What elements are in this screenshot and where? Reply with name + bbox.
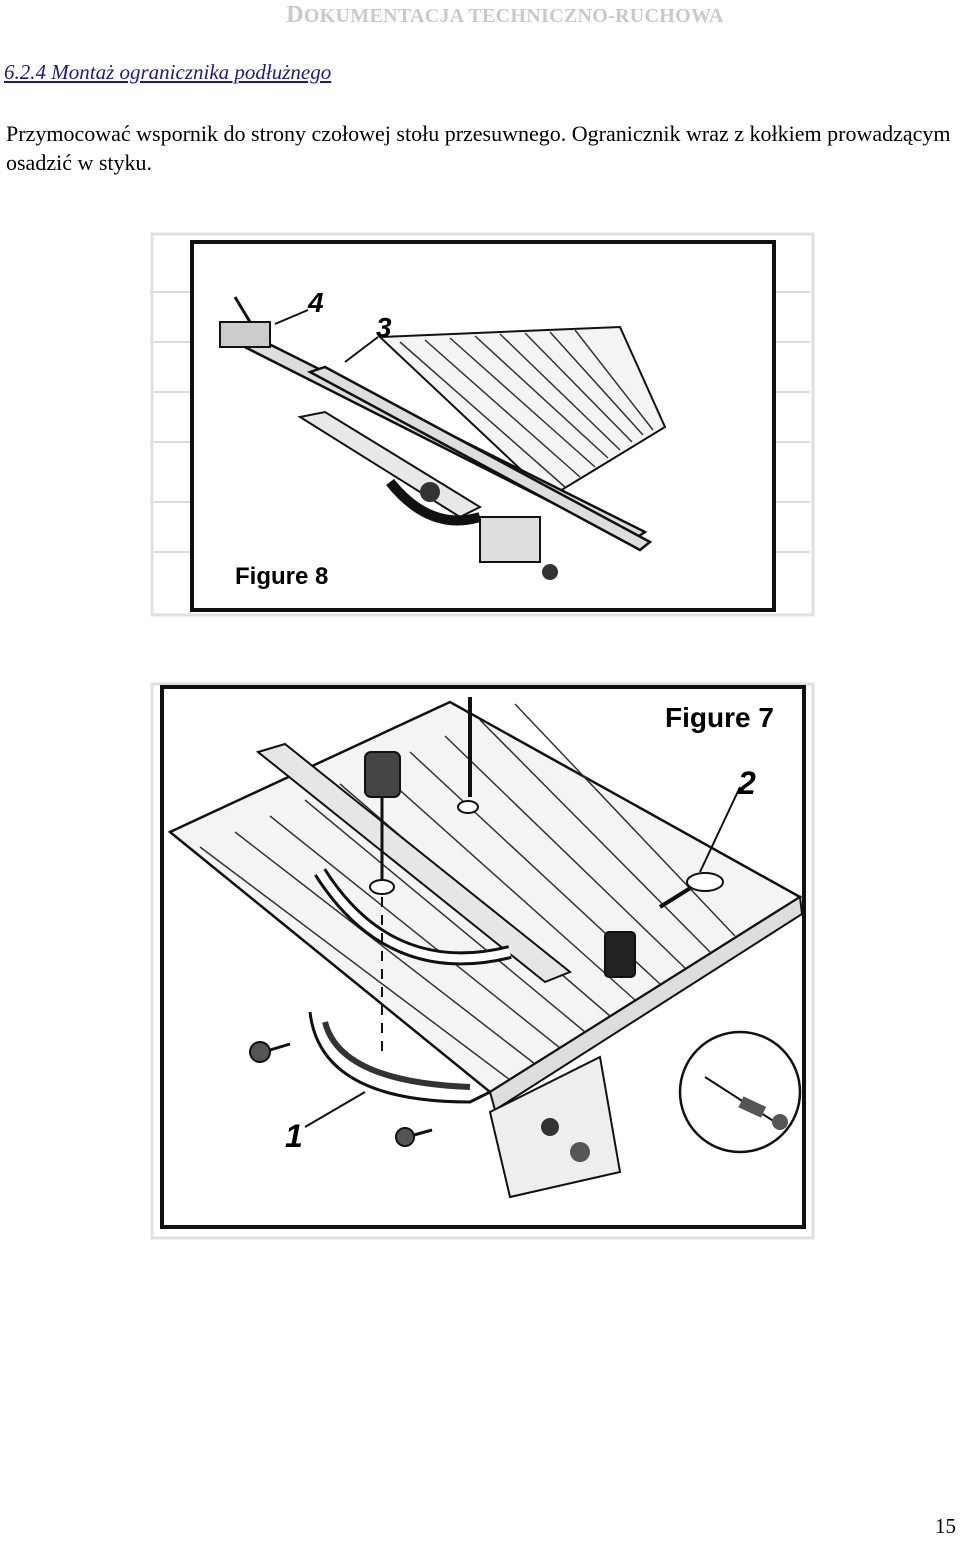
document-header: DOKUMENTACJA TECHNICZNO-RUCHOWA bbox=[0, 2, 960, 29]
figure-7-illustration: 2 1 Figure 7 bbox=[150, 682, 815, 1240]
header-title-rest: OKUMENTACJA TECHNICZNO-RUCHOWA bbox=[303, 5, 724, 27]
figure-8-callout-3: 3 bbox=[376, 312, 392, 343]
figure-8-caption: Figure 8 bbox=[235, 563, 328, 590]
figure-8-callout-4: 4 bbox=[307, 287, 324, 318]
section-title: 6.2.4 Montaż ogranicznika podłużnego bbox=[4, 60, 332, 84]
figure-8-illustration: 4 3 Figure 8 bbox=[150, 232, 815, 617]
figure-7-caption: Figure 7 bbox=[665, 702, 774, 733]
page-number: 15 bbox=[935, 1514, 956, 1538]
figure-7-callout-2: 2 bbox=[737, 765, 756, 801]
header-first-letter: D bbox=[286, 2, 304, 28]
figure-7-callout-1: 1 bbox=[285, 1118, 303, 1154]
body-paragraph: Przymocować wspornik do strony czołowej … bbox=[6, 121, 951, 175]
